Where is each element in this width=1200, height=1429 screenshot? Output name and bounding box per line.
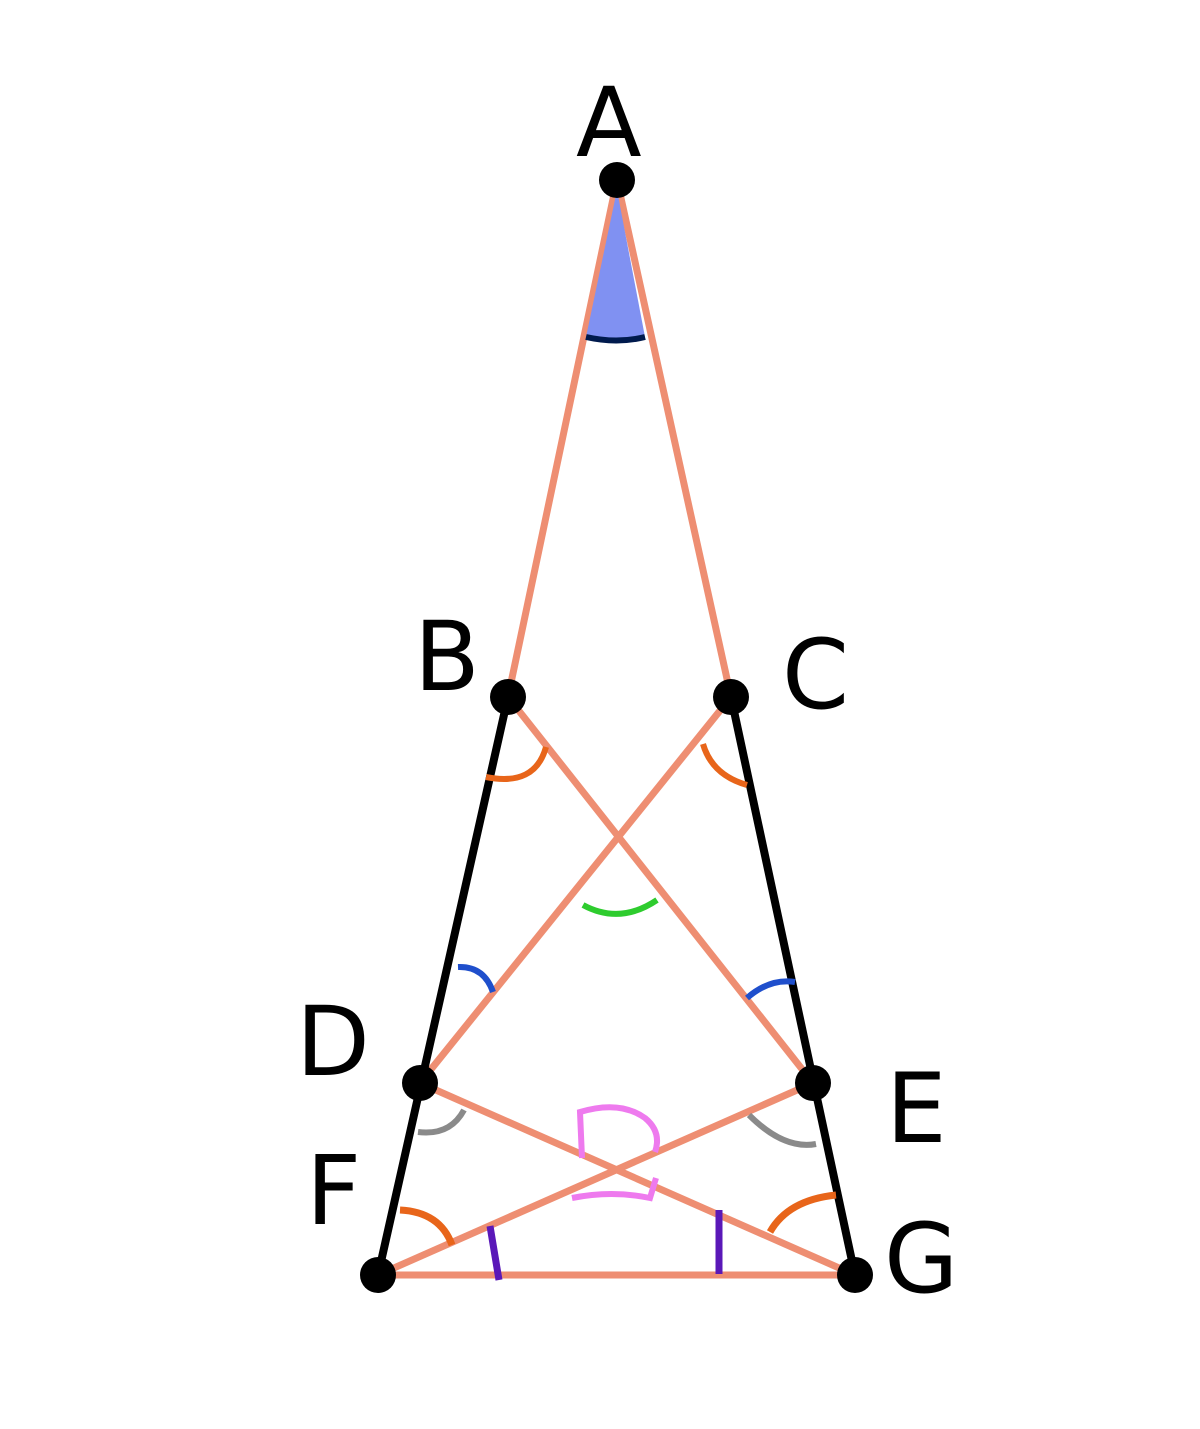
angle-arc-B [485,746,549,782]
apex-angle-fill [586,190,645,341]
segment-BF [374,696,512,1276]
angle-arc-E-upper [745,978,796,1001]
segment-AB [504,179,621,698]
point-F [360,1257,396,1293]
angle-arc-E-lower [746,1112,817,1148]
label-E: E [886,1053,947,1165]
segment-EF [376,1079,815,1279]
point-C [713,679,749,715]
label-G: G [884,1203,958,1315]
angle-arc-G [766,1191,837,1234]
point-E [795,1065,831,1101]
segment-CG [727,696,859,1276]
angle-arc-F [399,1206,456,1247]
label-A: A [576,67,642,179]
angle-mark-intersection-top [576,1104,660,1159]
label-C: C [782,619,849,731]
angle-mark-intersection-bottom [571,1177,659,1202]
point-D [402,1065,438,1101]
angle-arc-D-upper [457,963,496,994]
label-B: B [414,601,480,713]
angle-arc-C [700,743,748,788]
point-A [599,162,635,198]
tick-mark-F [486,1225,503,1281]
label-D: D [296,986,370,1098]
label-F: F [306,1135,361,1247]
segment-CD [417,694,734,1086]
point-G [837,1257,873,1293]
segment-DG [418,1079,857,1279]
angle-arc-D-lower [417,1108,467,1136]
segment-BE [505,694,816,1086]
angle-arc-intersection [581,897,659,917]
point-B [490,679,526,715]
apex-angle-arc [585,334,646,344]
segment-AC [613,179,735,698]
